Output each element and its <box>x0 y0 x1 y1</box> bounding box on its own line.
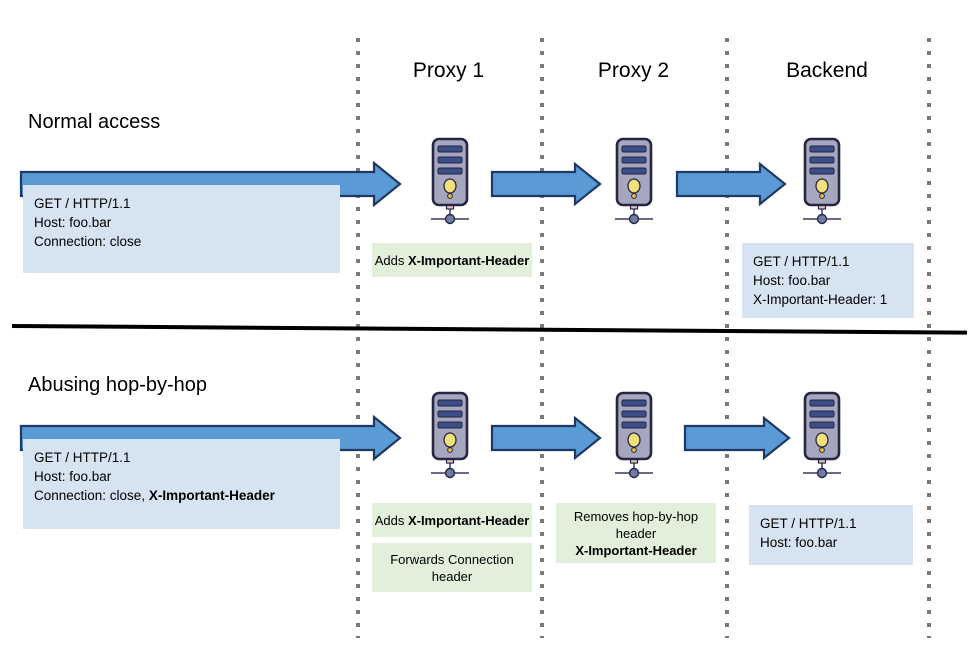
client-request-box-bottom-line-2: Host: foo.bar <box>34 469 112 484</box>
lane-divider-4 <box>927 38 931 638</box>
lane-divider-2 <box>540 38 544 638</box>
lane-divider-3 <box>725 38 729 638</box>
section-title-normal-access: Normal access <box>28 111 161 133</box>
proxy-1-note-1-bottom: Adds X-Important-Header <box>372 503 532 537</box>
section-title-abusing-hop-by-hop: Abusing hop-by-hop <box>28 374 208 396</box>
lane-header-proxy-1: Proxy 1 <box>412 59 485 82</box>
proxy-1-note-top-prefix: Adds <box>374 252 408 268</box>
client-request-box-bottom-line-1: GET / HTTP/1.1 <box>34 450 131 465</box>
lane-header-proxy-2: Proxy 2 <box>597 59 670 82</box>
proxy-2-server-icon-top <box>615 137 653 225</box>
proxy1-to-proxy2-arrow-top <box>490 162 602 206</box>
proxy-1-server-icon-bottom <box>431 391 469 479</box>
backend-server-icon-bottom <box>803 391 841 479</box>
proxy-1-note-top-header: X-Important-Header <box>407 252 530 268</box>
section-divider <box>11 324 967 335</box>
proxy-1-note-top: Adds X-Important-Header <box>372 243 532 277</box>
proxy2-to-backend-arrow-bottom <box>683 416 791 460</box>
proxy-1-server-icon-top <box>431 137 469 225</box>
client-request-box-bottom-line-3-prefix: Connection: close, <box>34 488 149 503</box>
lane-divider-1 <box>356 38 360 638</box>
proxy-2-server-icon-bottom <box>615 391 653 479</box>
backend-server-icon-top <box>803 137 841 225</box>
client-request-box-bottom: GET / HTTP/1.1 Host: foo.bar Connection:… <box>23 439 340 529</box>
proxy-1-note-2-bottom-text: Forwards Connection header <box>390 551 514 584</box>
proxy-2-note-bottom-line-3: X-Important-Header <box>575 542 697 558</box>
client-request-box-top: GET / HTTP/1.1 Host: foo.bar Connection:… <box>23 185 340 273</box>
proxy-2-note-bottom-line-1: Removes hop-by-hop <box>573 508 699 524</box>
backend-request-box-top: GET / HTTP/1.1 Host: foo.bar X-Important… <box>742 243 914 318</box>
client-request-box-bottom-line-3-header: X-Important-Header <box>148 488 275 503</box>
proxy-2-note-bottom: Removes hop-by-hop header X-Important-He… <box>556 503 716 563</box>
proxy1-to-proxy2-arrow-bottom <box>490 416 602 460</box>
proxy-1-note-1-bottom-header: X-Important-Header <box>407 512 530 528</box>
proxy2-to-backend-arrow-top <box>675 162 787 206</box>
client-request-box-bottom-line-3: Connection: close, X-Important-Header <box>34 486 329 505</box>
proxy-2-note-bottom-line-2: header <box>615 525 657 541</box>
proxy-1-note-1-bottom-prefix: Adds <box>374 512 408 528</box>
backend-request-box-bottom: GET / HTTP/1.1 Host: foo.bar <box>749 505 913 565</box>
proxy-1-note-2-bottom: Forwards Connection header <box>372 543 532 592</box>
lane-header-backend: Backend <box>786 59 868 82</box>
